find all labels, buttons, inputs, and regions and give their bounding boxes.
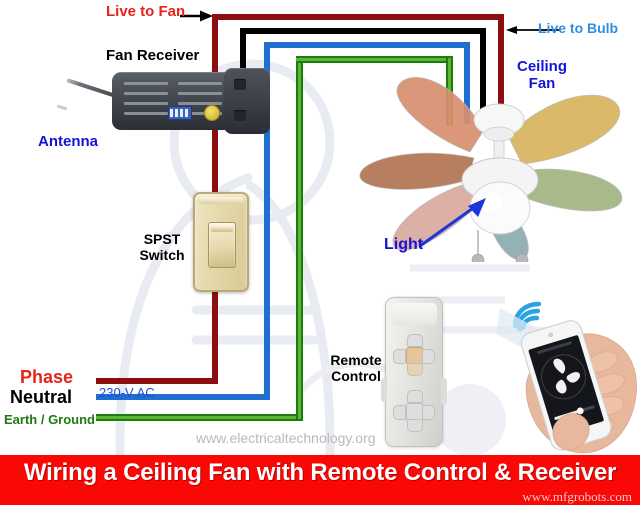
receiver-body (112, 72, 234, 130)
watermark-site-text: www.electricaltechnology.org (196, 430, 376, 446)
fan-blade (396, 77, 485, 153)
remote-clip-right (441, 378, 447, 404)
fan-blade (392, 181, 481, 251)
switch-plate-top (198, 197, 244, 204)
fan-blade (507, 94, 621, 165)
remote-top-panel (391, 303, 437, 325)
live-to-bulb-arrow (506, 26, 560, 34)
label-fan-receiver: Fan Receiver (106, 47, 200, 64)
wire-earth-vertical-core (298, 56, 301, 419)
wire-earth-top-horizontal-core (296, 58, 452, 61)
wire-phase-supply-horizontal (96, 378, 218, 384)
label-remote-line1: Remote (330, 352, 382, 368)
label-live-to-fan: Live to Fan (106, 3, 186, 20)
label-spst-line1: SPST (143, 231, 181, 247)
dip-switch[interactable] (168, 106, 192, 120)
fan-blade (515, 168, 623, 212)
label-remote-control: Remote Control (325, 352, 387, 384)
wire-live-to-fan-vertical-left (212, 14, 218, 72)
wire-live-to-bulb-top-horizontal (240, 28, 486, 34)
fan-app-icon (553, 358, 580, 394)
spst-switch[interactable] (193, 192, 249, 292)
remote-button-up[interactable] (407, 334, 423, 347)
ceiling-fan[interactable] (356, 62, 640, 262)
wire-live-to-fan-down-to-fan (498, 14, 504, 122)
label-neutral: Neutral (10, 387, 73, 407)
remote-light-keypad[interactable] (393, 390, 435, 432)
wire-neutral-vertical (264, 42, 270, 400)
remote-light-button-down[interactable] (407, 419, 423, 432)
fan-blade (359, 152, 475, 190)
wire-neutral-top-horizontal (264, 42, 470, 48)
label-live-to-bulb: Live to Bulb (538, 20, 619, 36)
label-ceiling-fan-line1: Ceiling (516, 58, 567, 75)
label-phase: Phase (20, 367, 74, 387)
wire-live-to-fan-top-horizontal (212, 14, 504, 20)
wire-phase-up-to-switch (212, 284, 218, 384)
label-ceiling-fan: Ceiling Fan (512, 58, 572, 93)
banner-title: Wiring a Ceiling Fan with Remote Control… (23, 459, 617, 486)
label-ceiling-fan-line2: Fan (528, 75, 556, 93)
remote-light-button-left[interactable] (393, 405, 406, 420)
label-spst-line2: Switch (139, 247, 185, 264)
remote-button-left[interactable] (393, 349, 406, 364)
remote-fan-keypad[interactable] (393, 334, 435, 376)
label-voltage: 230-V AC (99, 385, 155, 400)
label-spst-switch: SPST Switch (134, 231, 190, 263)
remote-light-button-right[interactable] (422, 405, 435, 420)
remote-button-down[interactable] (407, 363, 423, 376)
live-to-fan-arrow (180, 10, 213, 22)
wire-live-to-bulb-vertical-left (240, 28, 246, 74)
wire-neutral-down-to-fan (464, 42, 470, 124)
remote-control[interactable] (381, 297, 447, 447)
remote-clip-left (381, 378, 387, 402)
banner-site: www.mfgrobots.com (522, 489, 632, 504)
receiver-end-cap (224, 68, 270, 134)
wire-neutral-supply-horizontal (96, 394, 270, 400)
smartphone-in-hand[interactable] (496, 300, 640, 455)
fan-receiver[interactable] (56, 68, 270, 134)
wire-live-to-bulb-down-to-fan (480, 28, 486, 124)
label-earth-ground: Earth / Ground (4, 412, 95, 427)
receiver-label-sticker (204, 105, 220, 121)
title-banner: Wiring a Ceiling Fan with Remote Control… (0, 455, 640, 505)
antenna-tip (56, 104, 68, 111)
thumb (552, 413, 590, 451)
remote-light-button-up[interactable] (407, 390, 423, 403)
label-light: Light (384, 236, 424, 253)
switch-rocker[interactable] (208, 222, 236, 268)
remote-button-right[interactable] (422, 349, 435, 364)
label-remote-line2: Control (331, 368, 381, 385)
wire-earth-supply-horizontal-core (96, 416, 302, 419)
wire-phase-switch-to-receiver (212, 130, 218, 194)
label-antenna: Antenna (38, 133, 98, 150)
light-pointer-arrow (419, 198, 486, 248)
